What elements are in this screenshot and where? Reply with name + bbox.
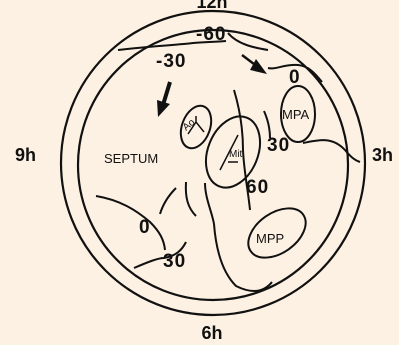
isochrone-value-30-bottom: 30	[163, 251, 186, 272]
isochrone-value-0-bottom: 0	[139, 217, 151, 238]
clock-9h-label: 9h	[15, 145, 36, 165]
isochrone-value-minus60: -60	[196, 24, 226, 45]
isochrone-line-30-right	[264, 111, 270, 138]
isochrone-line-0-bottom	[96, 196, 165, 250]
isochrone-value-0-top: 0	[289, 67, 301, 88]
isochrone-line-left-small	[160, 188, 176, 214]
septum-label: SEPTUM	[104, 151, 158, 166]
clock-3h-label: 3h	[372, 145, 393, 165]
isochrone-line-right	[303, 140, 360, 162]
mpp-label: MPP	[256, 231, 284, 246]
clock-6h-label: 6h	[201, 323, 222, 343]
mitral-label: Mit	[229, 149, 243, 160]
mpa-label: MPA	[282, 107, 310, 122]
arrow-left	[157, 82, 170, 117]
isochrone-value-60: 60	[246, 177, 269, 198]
isochrone-line-lower-mid	[186, 182, 196, 216]
arrow-right	[242, 55, 267, 74]
isochrone-value-minus30: -30	[156, 51, 186, 72]
isochrone-value-30-right: 30	[267, 135, 290, 156]
clock-12h-label: 12h	[196, 0, 227, 12]
